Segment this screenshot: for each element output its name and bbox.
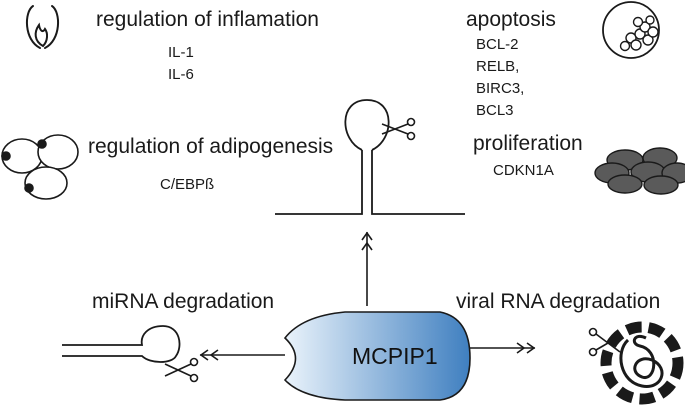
proliferation-title: proliferation	[473, 132, 583, 155]
adipocyte-cells-icon	[1, 134, 79, 200]
apoptosis-item-1: BCL-2	[476, 36, 519, 53]
mcpip1-enzyme-shape	[283, 311, 471, 401]
apoptosis-item-2: RELB,	[476, 58, 520, 75]
apoptosis-item-3: BIRC3,	[476, 80, 525, 97]
apoptosis-title: apoptosis	[466, 8, 556, 31]
adipogenesis-title: regulation of adipogenesis	[88, 135, 334, 158]
virus-icon	[588, 321, 684, 405]
mcpip1-label: MCPIP1	[352, 343, 438, 369]
mirna-scissors-icon	[164, 357, 199, 383]
flame-icon	[26, 5, 59, 49]
apoptosis-item-4: BCL3	[476, 102, 514, 119]
inflammation-item-1: IL-1	[168, 44, 194, 61]
stem-loop-rna	[275, 99, 465, 215]
scissors-icon	[381, 117, 416, 141]
inflammation-item-2: IL-6	[168, 66, 194, 83]
apoptotic-cell-icon	[602, 1, 660, 59]
mirna-hairpin	[62, 325, 181, 363]
proliferation-item-1: CDKN1A	[493, 162, 554, 179]
viral-rna-degradation-title: viral RNA degradation	[456, 290, 661, 313]
inflammation-title: regulation of inflamation	[96, 8, 319, 31]
adipogenesis-item-1: C/EBPß	[160, 176, 215, 193]
mirna-degradation-title: miRNA degradation	[92, 290, 275, 313]
proliferating-cells-icon	[594, 147, 685, 195]
